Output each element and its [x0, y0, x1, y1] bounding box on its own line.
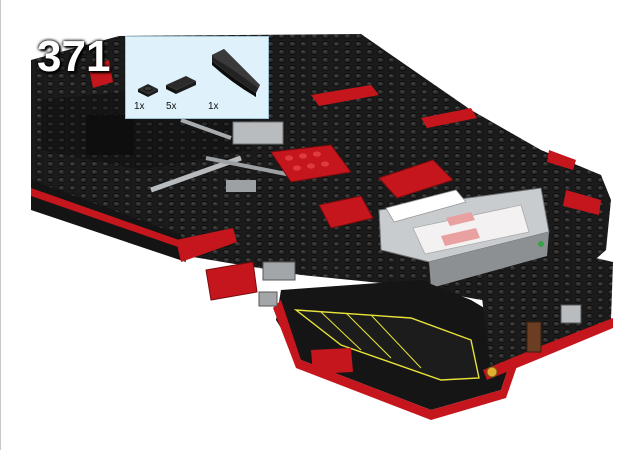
red-print-1 — [446, 212, 475, 226]
front-yellow-panels — [293, 309, 480, 381]
parts-list-callout: 1x 5x 1x — [125, 36, 269, 119]
tile-1x2-black-icon — [166, 76, 196, 94]
gold-headlight — [486, 366, 498, 378]
yellow-divider-2 — [345, 312, 392, 359]
gray-axle-2 — [205, 156, 292, 177]
gray-clip-front-left — [262, 261, 296, 281]
gray-housing-side — [429, 232, 549, 288]
gray-clip-front-left-2 — [258, 291, 278, 307]
yellow-divider-1 — [320, 311, 362, 351]
gray-plate-center — [232, 121, 284, 145]
gray-axle-3 — [180, 118, 232, 140]
red-tile-upper-right — [421, 108, 477, 128]
part-1-quantity: 1x — [134, 101, 145, 112]
left-red-trim — [31, 188, 181, 248]
part-3-quantity: 1x — [208, 101, 219, 112]
red-tile-top — [311, 85, 379, 106]
left-red-trim-lower — [176, 228, 237, 262]
red-bracket-right — [563, 190, 601, 215]
green-dot-detail — [538, 241, 544, 247]
step-number: 371 — [37, 32, 111, 81]
brown-wheel-detail — [526, 321, 542, 353]
red-accent-right-edge — [547, 150, 576, 170]
red-brick-front-left — [205, 261, 258, 301]
red-print-2 — [441, 228, 480, 246]
red-chin-block — [311, 348, 353, 374]
right-fender — [481, 250, 613, 370]
plate-1x1-black-icon — [138, 84, 158, 97]
part-2-quantity: 5x — [166, 101, 177, 112]
gray-round-tile — [560, 304, 582, 324]
red-accent-rear-left — [89, 60, 113, 88]
white-tile-cover — [385, 189, 467, 223]
right-fender-red-trim — [483, 318, 613, 380]
curved-slope-black-icon — [212, 49, 260, 97]
gray-plate-small — [226, 180, 256, 192]
rear-dark-recess — [86, 115, 134, 155]
red-plate-middle — [318, 195, 374, 229]
red-plate-right — [378, 159, 454, 199]
yellow-divider-3 — [370, 314, 422, 369]
